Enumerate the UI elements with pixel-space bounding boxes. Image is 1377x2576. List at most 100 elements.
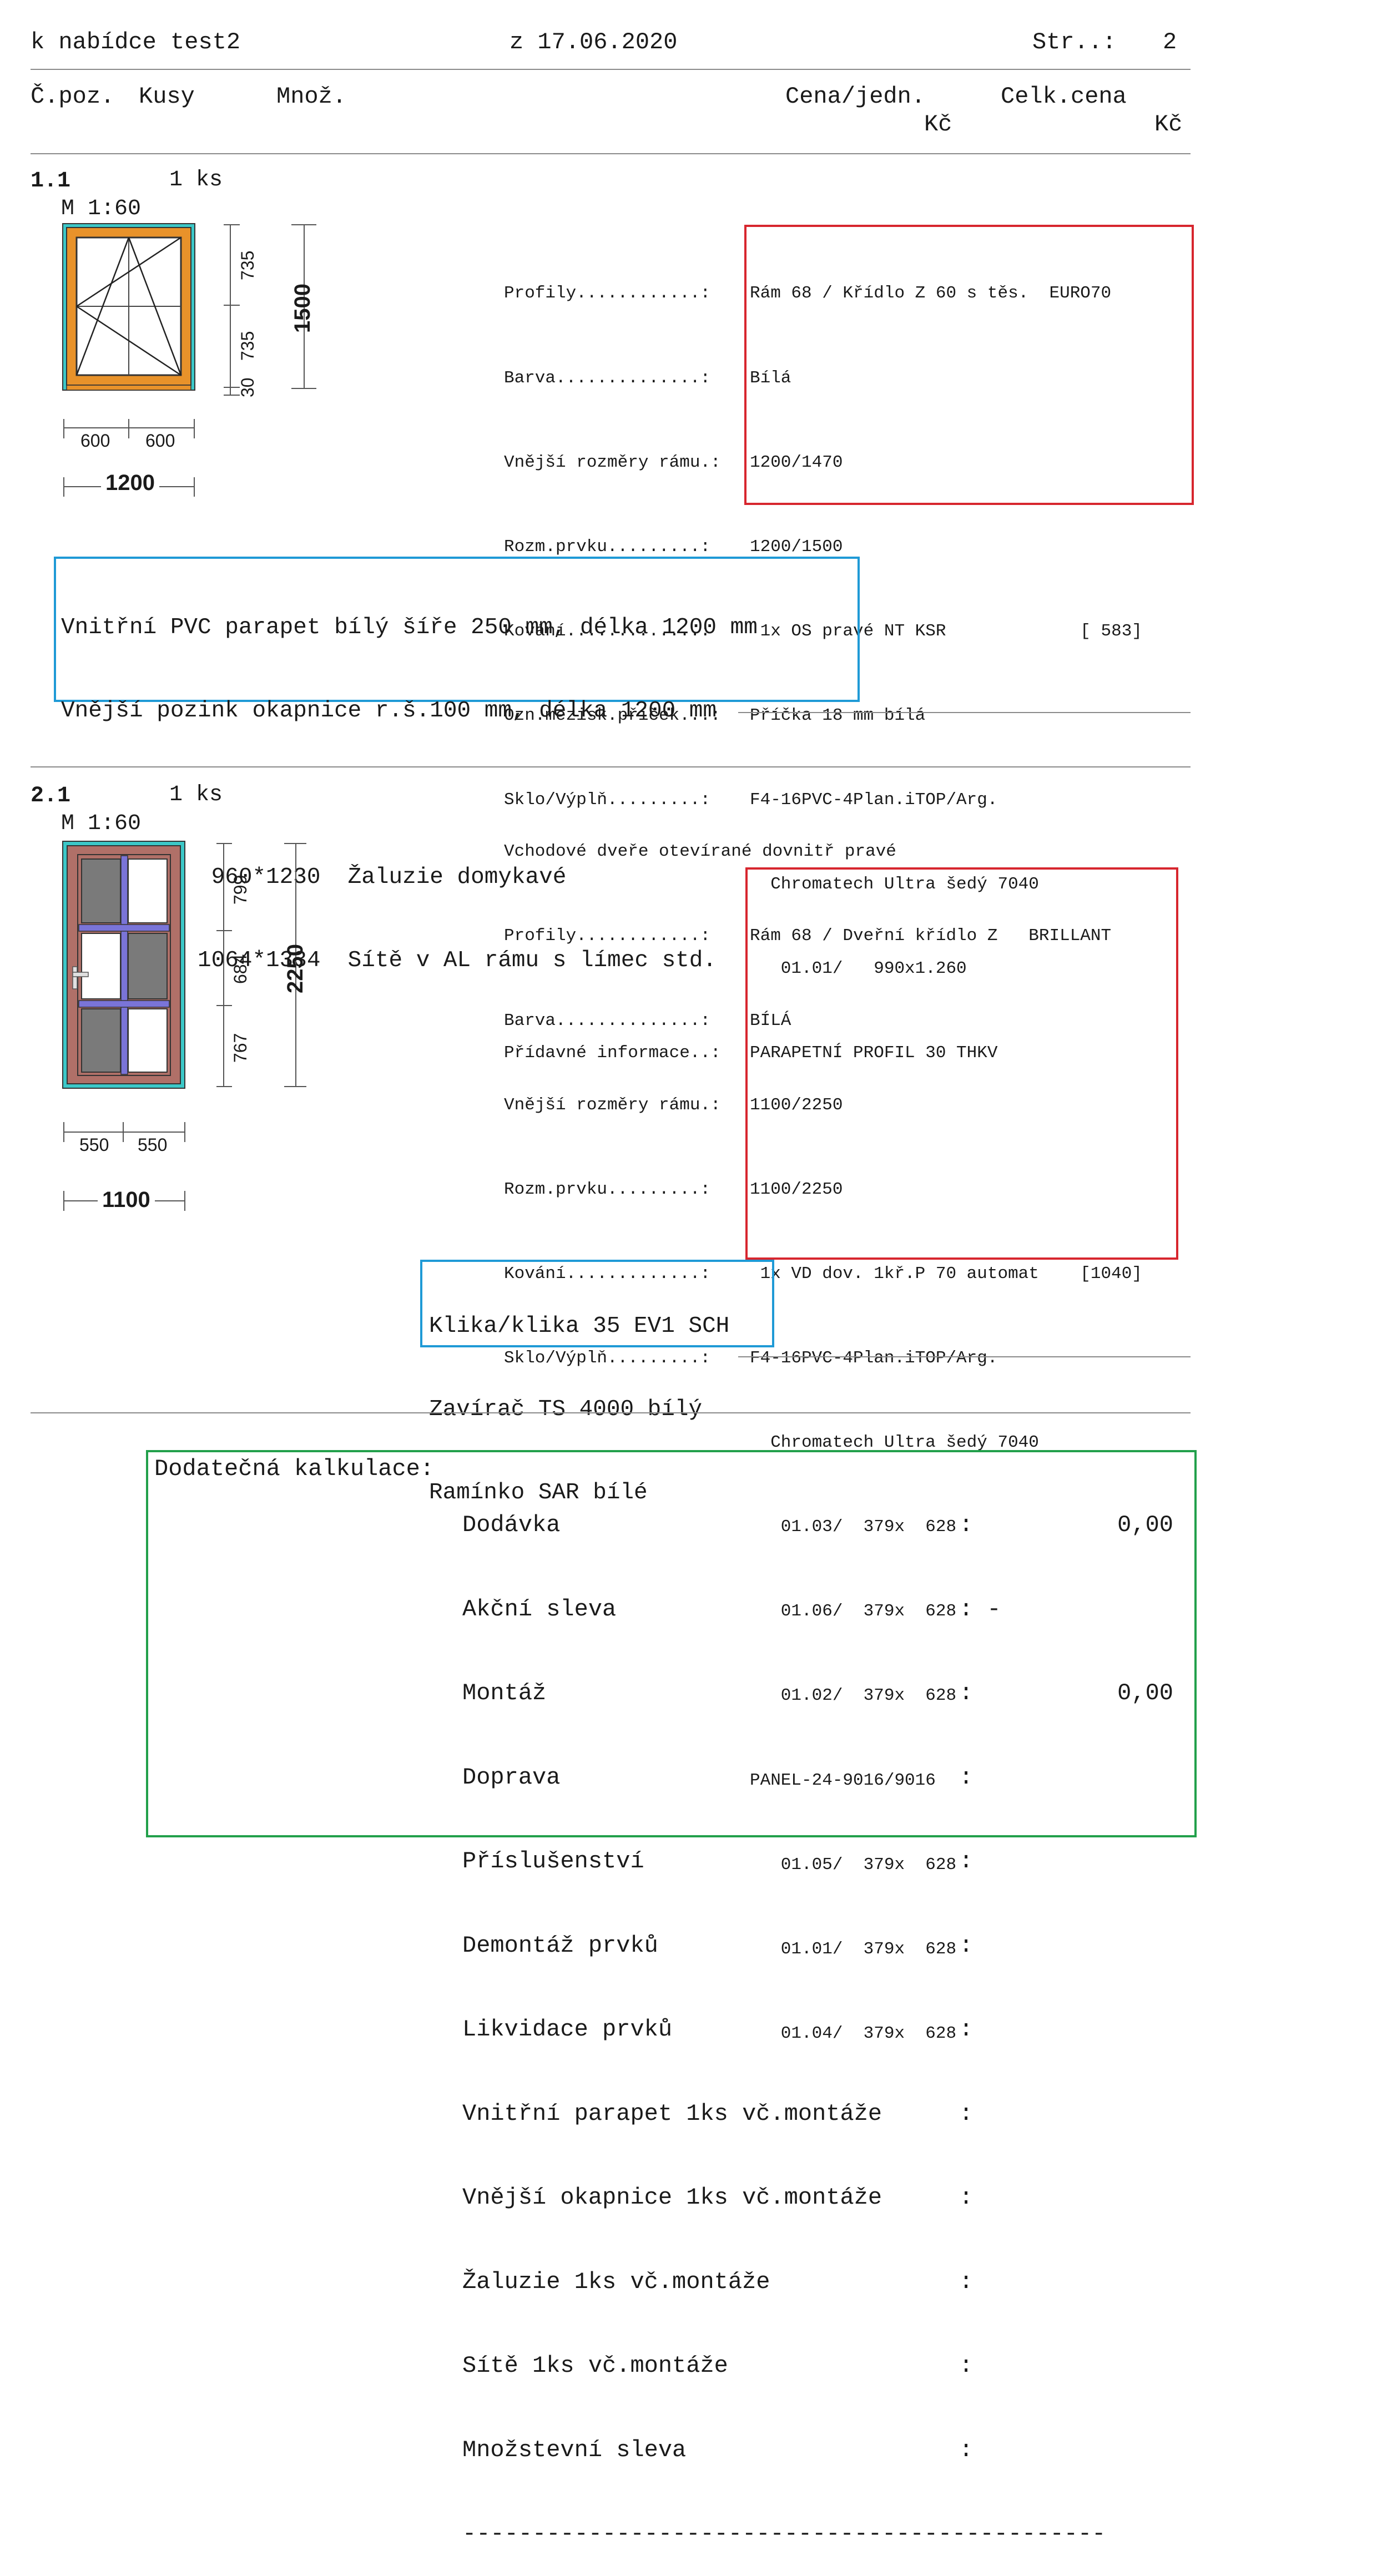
spec-value: Bílá (750, 368, 791, 388)
dim-left: 550 (79, 1135, 109, 1155)
note-line: Vnější pozink okapnice r.š.100 mm, délka… (61, 698, 717, 724)
calc-row-value: ​ (1117, 1595, 1173, 1624)
spec-values: Rám 68 / Dveřní křídlo Z BRILLANT BÍLÁ 1… (750, 866, 1142, 2076)
calc-row-label: Příslušenství (462, 1848, 644, 1875)
calc-row-sep: : (959, 1680, 974, 1706)
calc-row-sep: : (959, 1764, 974, 1791)
calc-row-label: Demontáž prvků (462, 1932, 658, 1959)
item-subtotal-rule (738, 1356, 1191, 1357)
spec-label: Vnější rozměry rámu.: (504, 452, 721, 472)
item-separator-rule (31, 1412, 1191, 1413)
item-quantity: 1 ks (169, 782, 223, 807)
notes-box (420, 1260, 774, 1347)
calculation-separators: : : - : : : : : : : : : : (959, 1455, 1001, 2492)
spec-labels: Profily............: Barva..............… (504, 866, 721, 1401)
notes-text: Klika/klika 35 EV1 SCH Zavírač TS 4000 b… (429, 1257, 729, 1534)
spec-value: 01.03/ 379x 628 (750, 1517, 957, 1537)
calc-row-label: Žaluzie 1ks vč.montáže (462, 2268, 770, 2295)
calculation-title: Dodatečná kalkulace: (154, 1456, 435, 1482)
item-title: Vchodové dveře otevírané dovnitř pravé (504, 842, 896, 861)
calc-row-label: Vnitřní parapet 1ks vč.montáže (462, 2100, 882, 2127)
calc-row-label: Akční sleva (462, 1595, 617, 1623)
offer-reference: k nabídce test2 (31, 29, 241, 55)
calc-row-label: Likvidace prvků (462, 2016, 673, 2043)
notes-box (54, 557, 860, 702)
spec-value: Rám 68 / Dveřní křídlo Z BRILLANT (750, 926, 1112, 946)
calc-row-label: Množstevní sleva (462, 2436, 687, 2463)
note-line: Klika/klika 35 EV1 SCH (429, 1314, 730, 1339)
dim-bottom-section: 767 (230, 1033, 250, 1063)
spec-box (745, 867, 1178, 1260)
spec-value: BÍLÁ (750, 1011, 791, 1031)
dim-left: 600 (80, 431, 110, 451)
calc-row-sep: : (959, 2436, 974, 2463)
item-separator-rule (31, 766, 1191, 767)
item-subtotal-rule (738, 712, 1191, 713)
spec-value: 1100/2250 (750, 1095, 843, 1115)
calc-row-sep: : (959, 2268, 974, 2295)
dim-right: 550 (138, 1135, 168, 1155)
dim-middle-section: 684 (230, 954, 250, 984)
item-position: 2.1 (31, 784, 71, 809)
calc-row-value: 0,00 (1117, 1680, 1173, 1706)
dim-top-section: 799 (230, 875, 250, 905)
calc-divider: ----------------------------------------… (462, 2521, 1106, 2547)
spec-label: Ozn.mezisk.příček...: (504, 705, 721, 725)
spec-value: F4-16PVC-4Plan.iTOP/Arg. (750, 790, 998, 810)
column-total-price: Celk.cena (1001, 83, 1127, 110)
spec-label: Rozm.prvku.........: (504, 1179, 711, 1199)
spec-label: Kování.............: (504, 621, 711, 641)
column-unit-price: Cena/jedn. (785, 83, 926, 110)
calc-row-label: Montáž (462, 1680, 547, 1706)
spec-value: 01.02/ 379x 628 (750, 1686, 957, 1706)
spec-value: 01.05/ 379x 628 (750, 1855, 957, 1875)
door-drawing (62, 841, 306, 1211)
calculation-box (146, 1450, 1197, 1837)
item-position: 1.1 (31, 169, 71, 194)
spec-value: Příčka 18 mm bílá (750, 705, 926, 725)
spec-value: 1100/2250 (750, 1179, 843, 1199)
spec-value: 1x OS pravé NT KSR [ 583] (750, 621, 1142, 641)
calc-row-sep: : (959, 2184, 974, 2211)
note-line: Ramínko SAR bílé (429, 1480, 648, 1506)
spec-value: 01.06/ 379x 628 (750, 1602, 957, 1622)
calc-row-sep: : (959, 1932, 974, 1959)
spec-value: Rám 68 / Křídlo Z 60 s těs. EURO70 (750, 284, 1112, 304)
dim-right: 600 (145, 431, 175, 451)
calc-row-sep: : (959, 1512, 974, 1538)
dim-width: 1200 (101, 471, 159, 496)
spec-label: Sklo/Výplň.........: (504, 1348, 711, 1368)
note-line: Vnitřní PVC parapet bílý šíře 250 mm, dé… (61, 615, 758, 640)
window-drawing (62, 223, 316, 497)
spec-values: Rám 68 / Křídlo Z 60 s těs. EURO70 Bílá … (750, 224, 1142, 1096)
column-total-price-currency: Kč (1154, 111, 1183, 138)
spec-label: Rozm.prvku.........: (504, 537, 711, 557)
calc-row-label: Doprava (462, 1764, 561, 1791)
spec-value: F4-16PVC-4Plan.iTOP/Arg. (750, 1348, 998, 1368)
spec-value: 01.01/ 990x1.260 (750, 959, 967, 979)
calc-row-sep: : (959, 2100, 974, 2127)
calc-row-label: Vnější okapnice 1ks vč.montáže (462, 2184, 882, 2211)
page-label: Str..: (1032, 29, 1117, 55)
spec-label: Přídavné informace..: (504, 1043, 721, 1063)
calc-row-label: Dodávka (462, 1512, 561, 1538)
offer-date: z 17.06.2020 (510, 29, 678, 55)
spec-value: 1x VD dov. 1kř.P 70 automat [1040] (750, 1264, 1142, 1284)
calc-row-value: 0,00 (1117, 1512, 1173, 1538)
column-pieces: Kusy (139, 83, 195, 110)
dim-width: 1100 (98, 1188, 155, 1213)
calc-row-sep: : (959, 1848, 974, 1875)
calc-row-sep: : (959, 2016, 974, 2043)
item-quantity: 1 ks (169, 168, 223, 193)
spec-label: Profily............: (504, 284, 711, 304)
calc-row-sep: : (959, 2352, 974, 2379)
spec-value: 1200/1500 (750, 537, 843, 557)
note-line: Zavírač TS 4000 bílý (429, 1397, 703, 1422)
dim-height: 2250 (283, 944, 307, 993)
calculation-labels: Dodávka Akční sleva Montáž Doprava Přísl… (462, 1455, 1106, 2576)
calc-row-label: Sítě 1ks vč.montáže (462, 2352, 728, 2379)
calculation-values: 0,00 ​ 0,00 (1117, 1455, 1173, 1735)
spec-label: Barva..............: (504, 1011, 711, 1031)
spec-label: Sklo/Výplň.........: (504, 790, 711, 810)
header-rule (31, 69, 1191, 70)
